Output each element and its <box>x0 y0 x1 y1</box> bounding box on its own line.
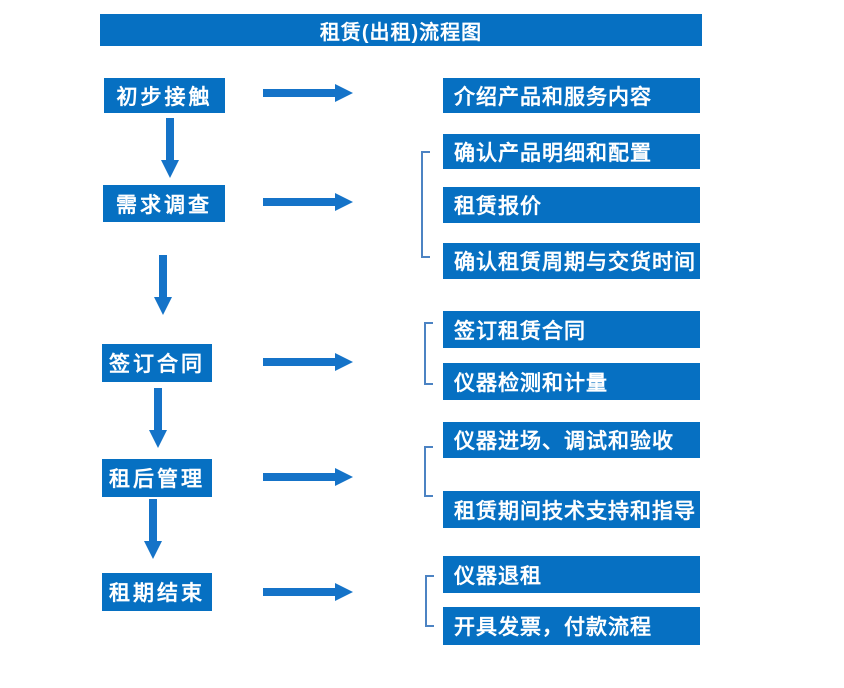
output-box-invoice-payment: 开具发票，付款流程 <box>443 607 700 645</box>
flow-arrow-down-2-icon <box>154 255 172 315</box>
flow-arrow-right-5-icon <box>263 583 353 601</box>
output-box-confirm-rental-period: 确认租赁周期与交货时间 <box>443 243 700 279</box>
step-box-rental-end: 租期结束 <box>102 573 212 611</box>
flow-arrow-right-1-icon <box>263 84 353 102</box>
output-box-rental-quotation: 租赁报价 <box>443 187 700 223</box>
flow-arrow-right-4-icon <box>263 468 353 486</box>
output-box-instrument-return: 仪器退租 <box>443 556 700 593</box>
output-box-confirm-product-details: 确认产品明细和配置 <box>443 134 700 169</box>
step-box-demand-survey: 需求调查 <box>103 185 225 222</box>
flow-arrow-down-1-icon <box>161 118 179 178</box>
group-bracket-sign-contract <box>424 322 433 385</box>
output-box-instrument-setup-acceptance: 仪器进场、调试和验收 <box>443 422 700 458</box>
group-bracket-rental-end <box>425 575 434 627</box>
group-bracket-demand-survey <box>421 151 430 258</box>
group-bracket-post-rental <box>424 446 433 497</box>
flowchart-title: 租赁(出租)流程图 <box>100 14 702 46</box>
flow-arrow-down-3-icon <box>149 388 167 448</box>
flow-arrow-right-2-icon <box>263 193 353 211</box>
output-box-instrument-testing: 仪器检测和计量 <box>443 363 700 400</box>
step-box-sign-contract: 签订合同 <box>102 344 212 382</box>
output-box-technical-support: 租赁期间技术支持和指导 <box>443 491 700 528</box>
output-box-introduce-products: 介绍产品和服务内容 <box>443 78 700 113</box>
flow-arrow-right-3-icon <box>263 353 353 371</box>
output-box-sign-rental-contract: 签订租赁合同 <box>443 311 700 348</box>
flow-arrow-down-4-icon <box>144 499 162 559</box>
step-box-initial-contact: 初步接触 <box>104 78 225 113</box>
step-box-post-rental-management: 租后管理 <box>102 459 212 497</box>
